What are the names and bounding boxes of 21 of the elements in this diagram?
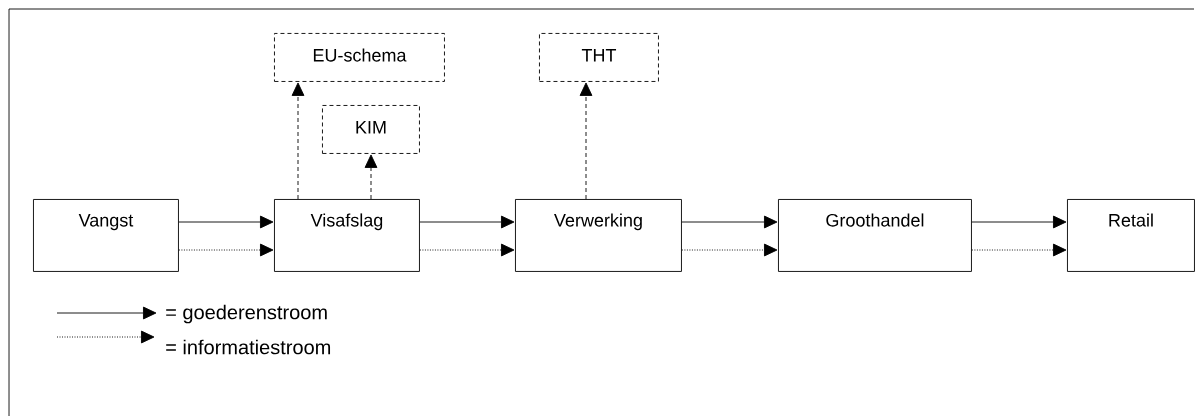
arrow: [419, 215, 515, 229]
arrow: [178, 243, 274, 257]
dashed-box: EU-schema: [274, 33, 445, 82]
arrow: [364, 154, 378, 200]
arrow: [681, 215, 778, 229]
legend-text: = goederenstroom: [166, 304, 327, 324]
arrow: [971, 243, 1067, 257]
dashed-box: THT: [539, 33, 659, 82]
arrow: [681, 243, 778, 257]
process-box: Verwerking: [515, 199, 682, 272]
arrow: [579, 82, 593, 200]
legend-text: = informatiestroom: [166, 339, 330, 355]
arrow: [971, 215, 1067, 229]
arrow: [419, 243, 515, 257]
arrow: [178, 215, 274, 229]
process-box: Retail: [1067, 199, 1195, 272]
dashed-box: KIM: [322, 105, 420, 154]
process-box: Visafslag: [274, 199, 420, 272]
process-box: Groothandel: [778, 199, 972, 272]
process-box: Vangst: [33, 199, 179, 272]
arrow: [291, 82, 305, 200]
